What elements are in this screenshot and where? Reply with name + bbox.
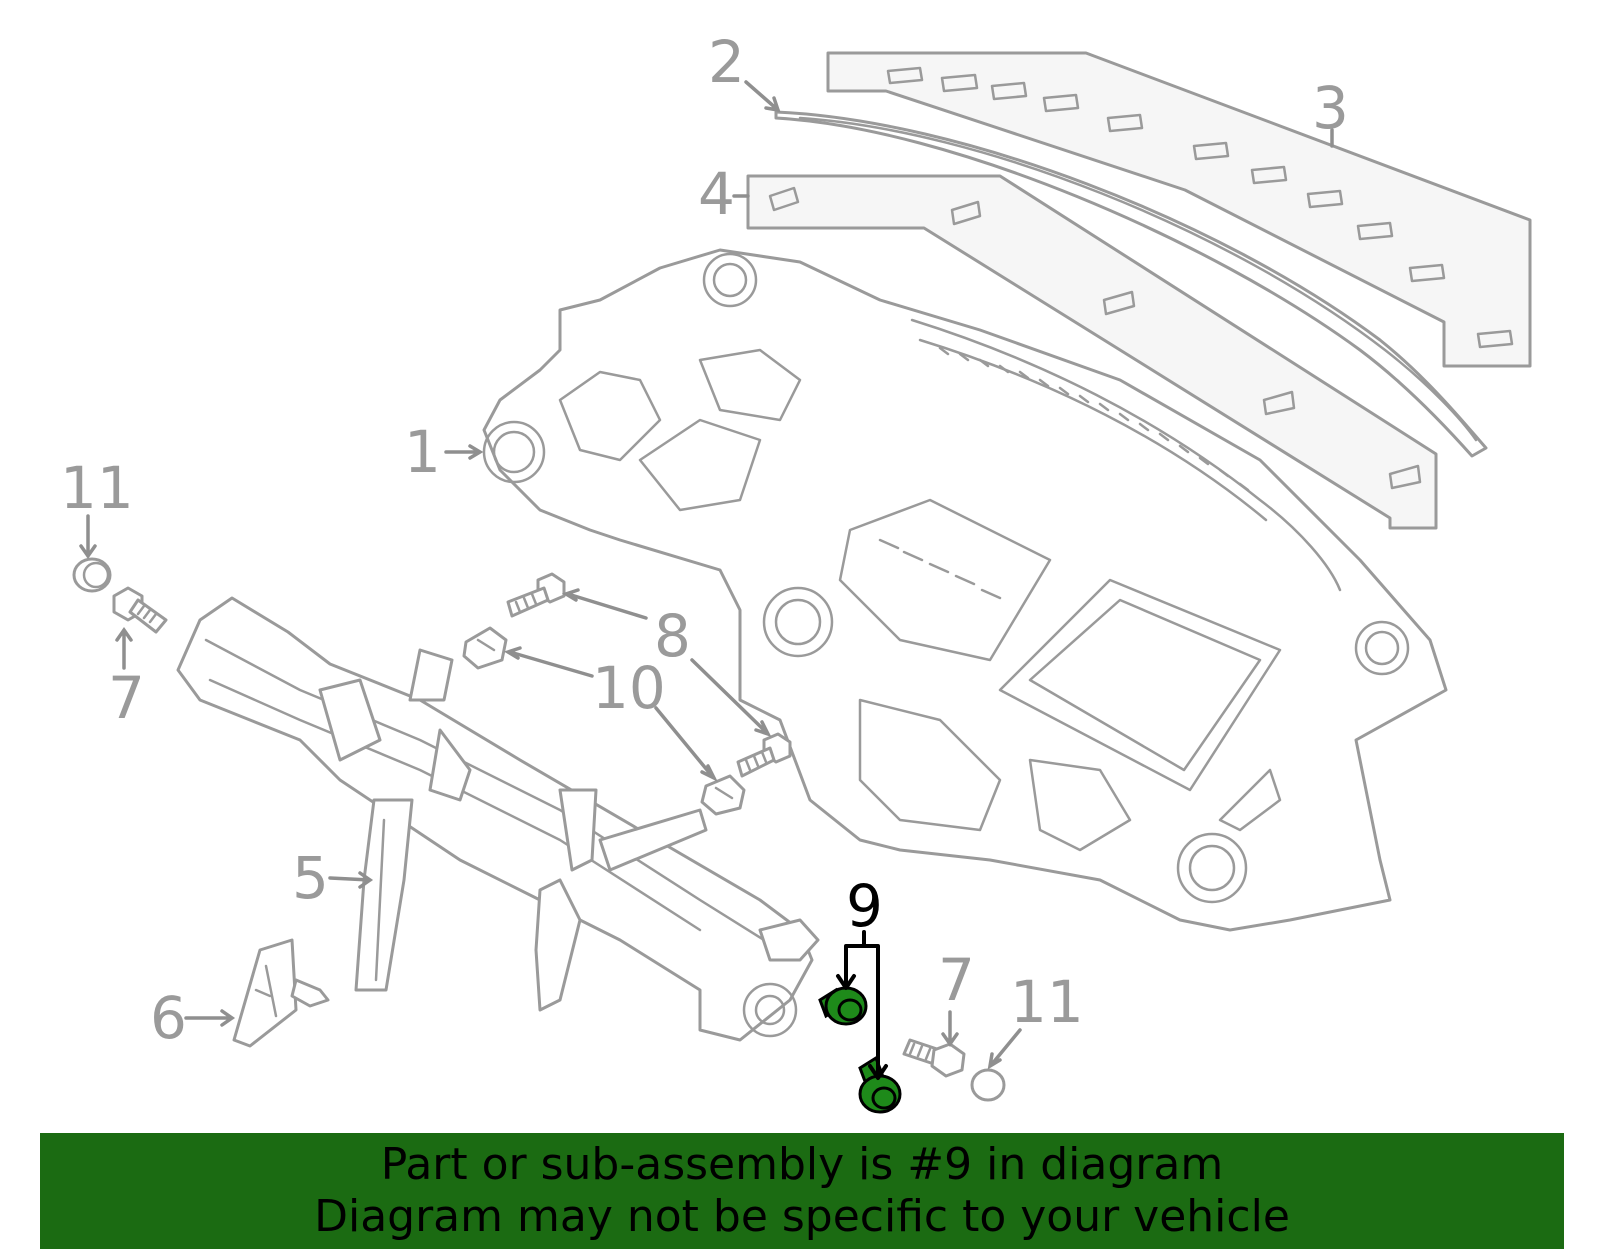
part-1-instrument-panel xyxy=(482,248,1448,932)
callout-2: 2 xyxy=(708,28,745,96)
part-11-cap-right xyxy=(970,1068,1006,1102)
part-4-lower-panel xyxy=(746,174,1438,530)
callout-7-right: 7 xyxy=(938,946,975,1014)
part-3-upper-panel xyxy=(826,51,1532,368)
callout-8: 8 xyxy=(654,602,691,670)
callout-6: 6 xyxy=(150,984,187,1052)
callout-10: 10 xyxy=(592,654,666,722)
leader-9-highlight xyxy=(836,930,888,1080)
leader-lines xyxy=(79,80,1334,1070)
part-9-nut-upper xyxy=(818,986,868,1026)
part-2-trim-strip xyxy=(774,110,1488,458)
callout-11-right: 11 xyxy=(1010,968,1084,1036)
part-5-cross-car-beam xyxy=(176,596,820,1042)
callout-5: 5 xyxy=(292,844,329,912)
banner-disclaimer: Diagram may not be specific to your vehi… xyxy=(314,1191,1290,1242)
part-8-bolt-lower xyxy=(736,732,792,778)
part-10-clip-lower xyxy=(700,774,746,816)
callout-11-left: 11 xyxy=(60,454,134,522)
part-7-bolt-left xyxy=(112,586,168,634)
part-7-bolt-right xyxy=(902,1038,966,1078)
part-11-cap-left xyxy=(72,557,112,593)
callout-7-left: 7 xyxy=(108,664,145,732)
part-10-clip-upper xyxy=(462,626,508,670)
callout-1: 1 xyxy=(404,418,441,486)
callout-4: 4 xyxy=(698,160,735,228)
callout-9: 9 xyxy=(846,872,883,940)
part-8-bolt-upper xyxy=(506,572,566,618)
banner-part-notice: Part or sub-assembly is #9 in diagram xyxy=(380,1139,1224,1190)
callout-3: 3 xyxy=(1312,74,1349,142)
part-6-bracket xyxy=(232,938,330,1048)
info-banner: Part or sub-assembly is #9 in diagram Di… xyxy=(40,1133,1564,1249)
